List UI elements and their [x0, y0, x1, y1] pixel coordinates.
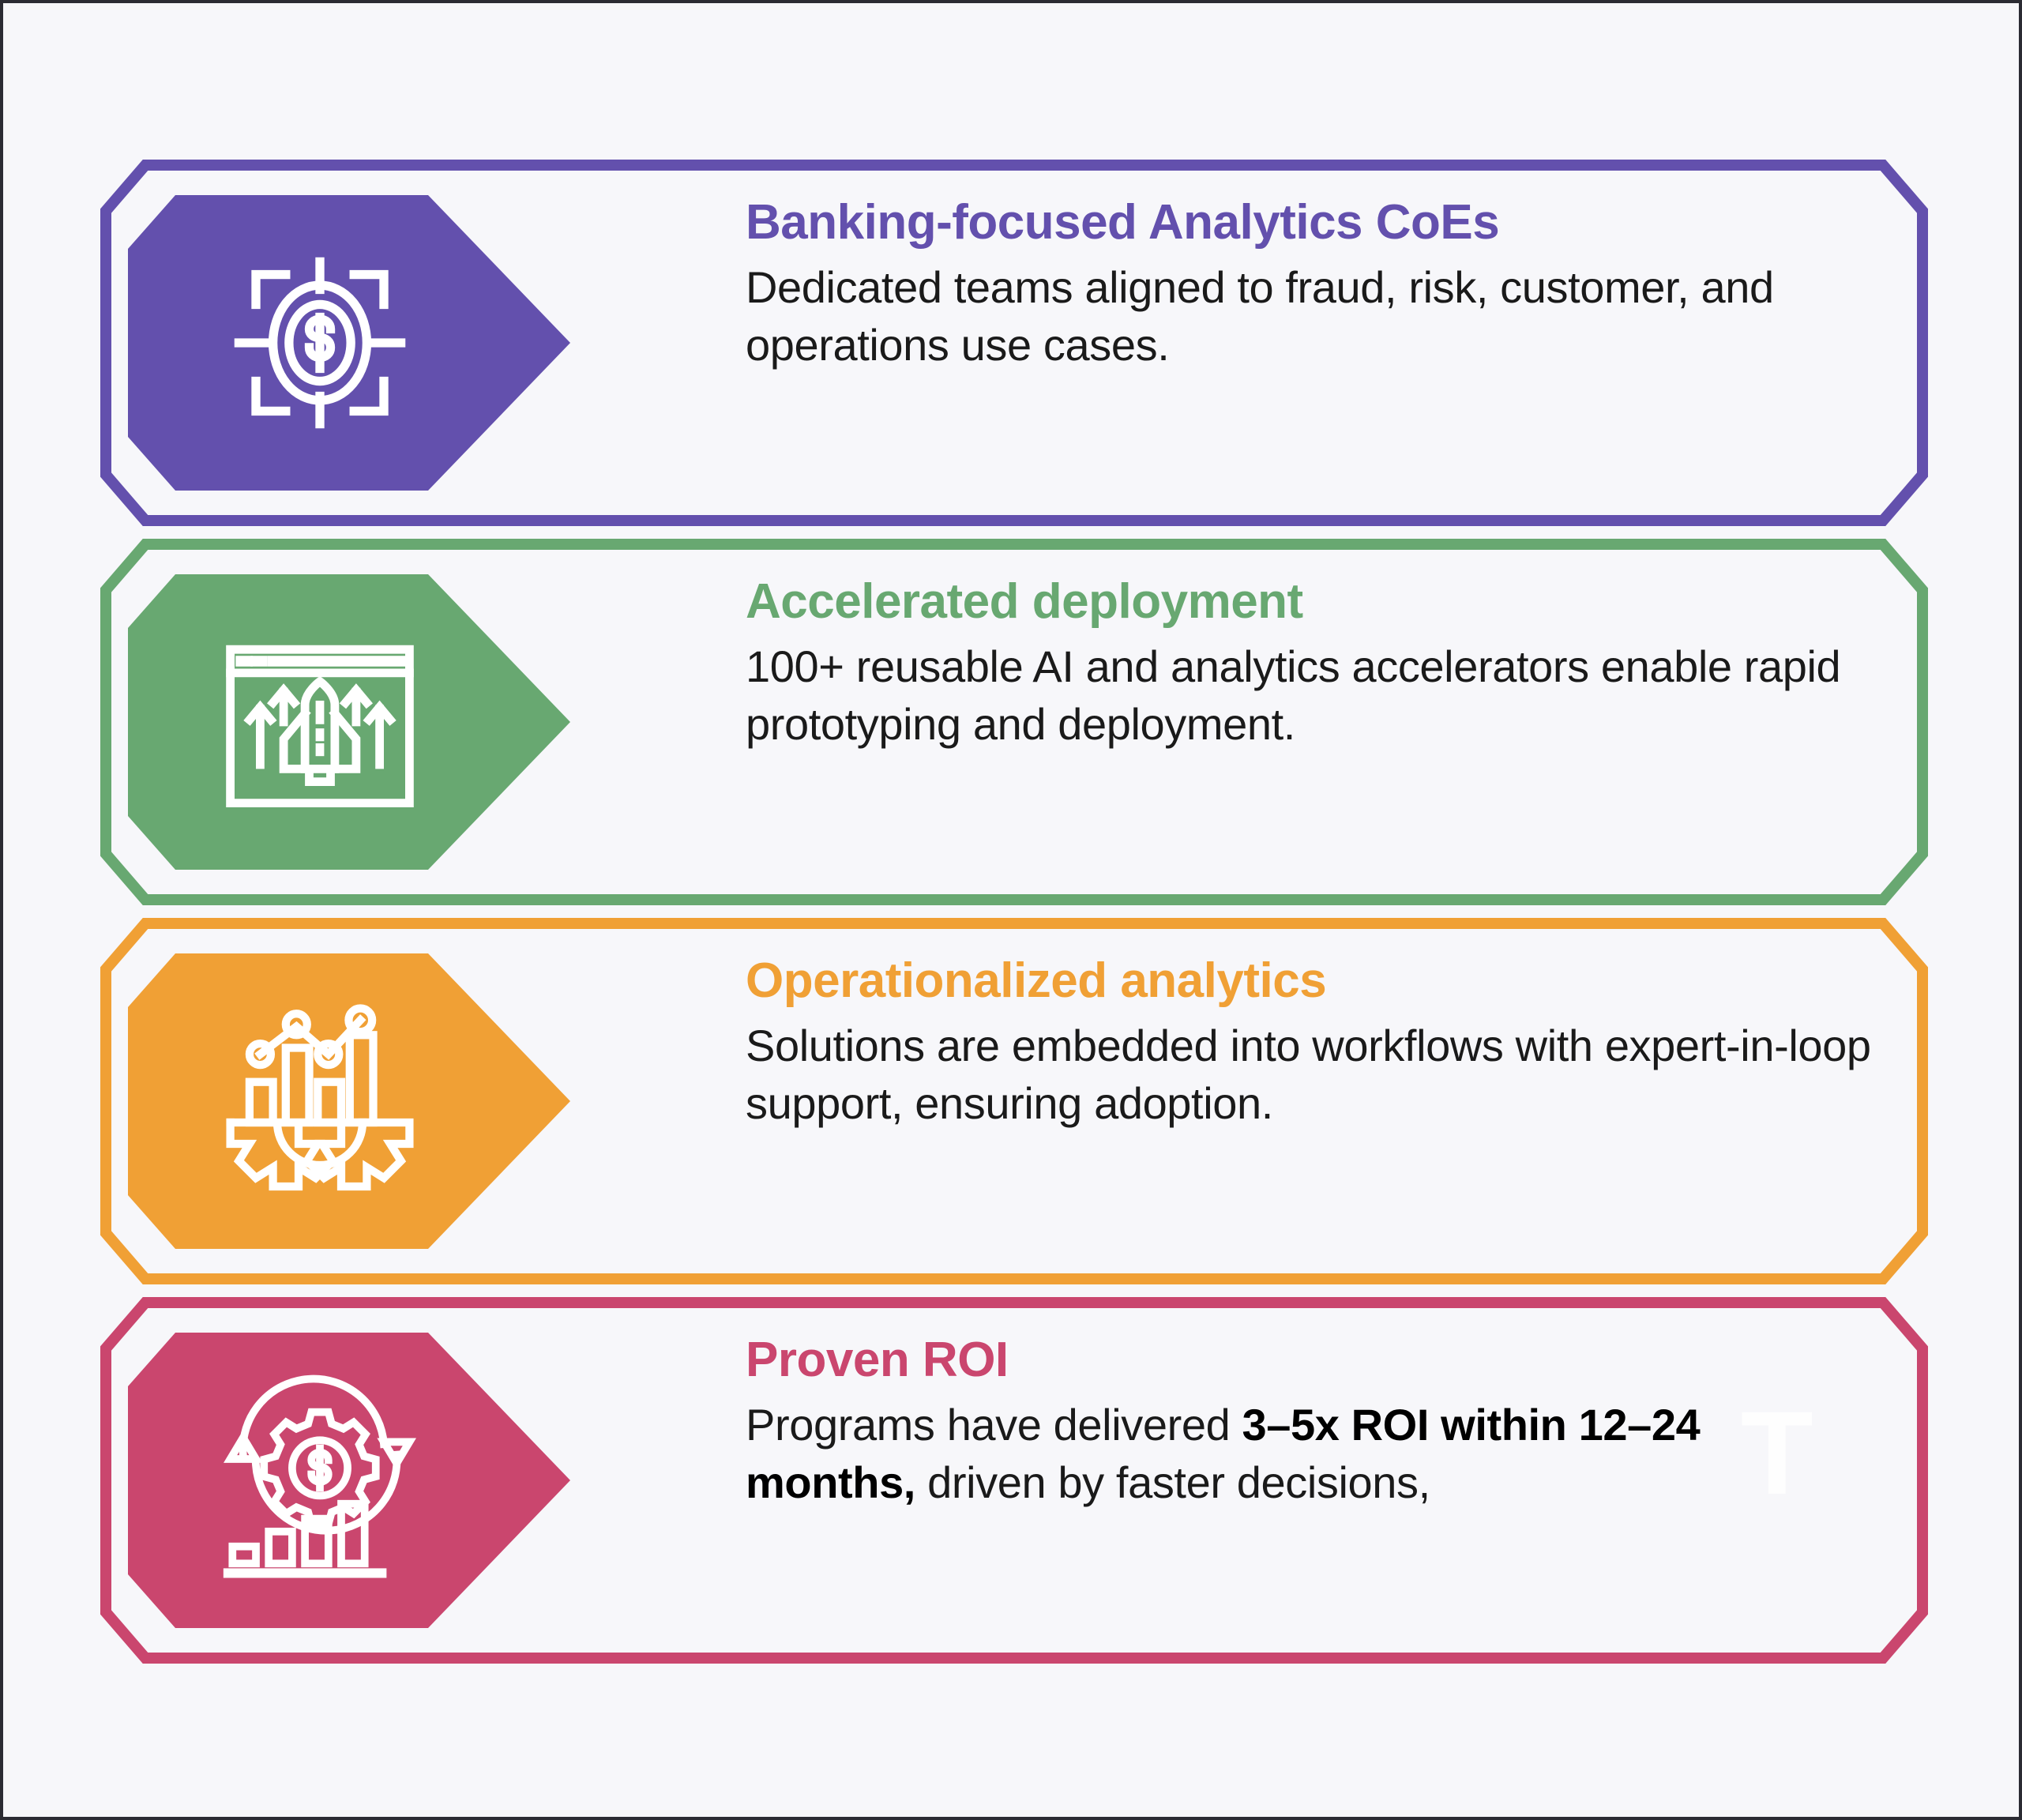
card-text: Banking-focused Analytics CoEs Dedicated… [746, 195, 1875, 374]
target-dollar-icon [213, 236, 427, 449]
card-list: Banking-focused Analytics CoEs Dedicated… [3, 3, 2019, 1817]
icon-block [128, 574, 570, 870]
card-title: Accelerated deployment [746, 574, 1303, 629]
card-text: Accelerated deployment 100+ reusable AI … [746, 574, 1875, 754]
card-body: Dedicated teams aligned to fraud, risk, … [746, 262, 1774, 370]
card-body: Programs have delivered 3–5x ROI within … [746, 1400, 1701, 1508]
card-title: Operationalized analytics [746, 953, 1327, 1008]
icon-block [128, 953, 570, 1249]
card-title: Banking-focused Analytics CoEs [746, 195, 1500, 250]
card-banking-focused-analytics-coes[interactable]: Banking-focused Analytics CoEs Dedicated… [98, 157, 1930, 528]
card-text: Operationalized analytics Solutions are … [746, 953, 1875, 1133]
card-text: Proven ROI Programs have delivered 3–5x … [746, 1333, 1875, 1512]
card-body: 100+ reusable AI and analytics accelerat… [746, 641, 1841, 750]
icon-block [128, 195, 570, 491]
icon-block [128, 1333, 570, 1628]
card-title: Proven ROI [746, 1333, 1009, 1387]
watermark-letter: T [1741, 1386, 1813, 1519]
card-proven-roi[interactable]: Proven ROI Programs have delivered 3–5x … [98, 1295, 1930, 1666]
roi-cycle-gear-dollar-icon [213, 1374, 427, 1587]
card-body: Solutions are embedded into workflows wi… [746, 1021, 1871, 1129]
bar-chart-gear-icon [213, 995, 427, 1208]
card-operationalized-analytics[interactable]: Operationalized analytics Solutions are … [98, 916, 1930, 1287]
icon-block-shape [128, 1333, 570, 1628]
browser-rocket-launch-icon [213, 615, 427, 829]
card-accelerated-deployment[interactable]: Accelerated deployment 100+ reusable AI … [98, 536, 1930, 908]
